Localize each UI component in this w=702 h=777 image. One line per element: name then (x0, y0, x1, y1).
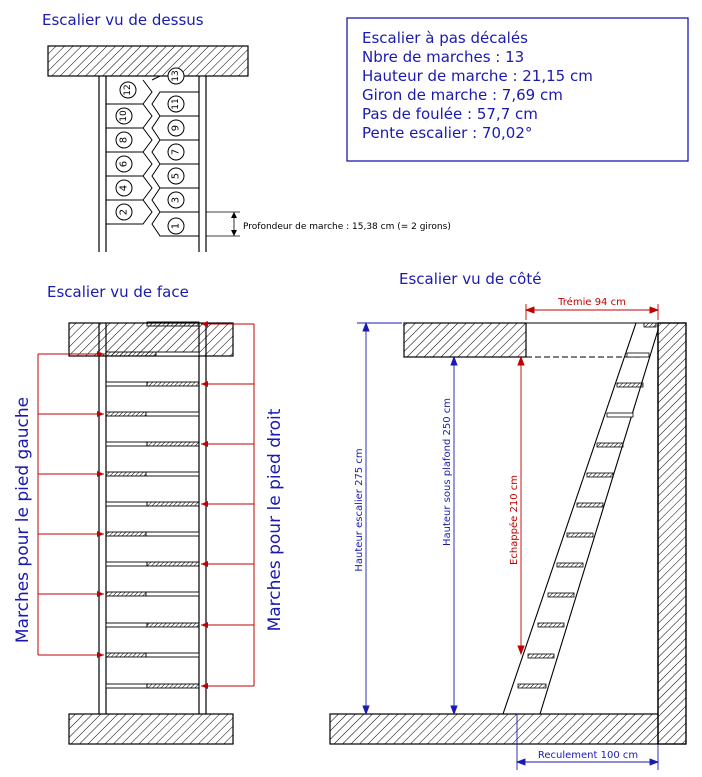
step-number-1: 1 (171, 223, 182, 229)
info-line-4: Giron de marche : 7,69 cm (362, 86, 563, 104)
stair-height-dimension (357, 321, 402, 716)
top-view: 1 2 3 4 5 6 7 8 9 10 11 12 13 (47, 45, 451, 252)
step-number-11: 11 (171, 98, 181, 109)
tremie-dimension (524, 304, 660, 320)
headroom-dimension (517, 355, 525, 656)
setback-label: Reculement 100 cm (538, 750, 638, 761)
front-view-ceiling-slab (68, 322, 234, 357)
headroom-label: Echappée 210 cm (508, 475, 520, 565)
front-view-title: Escalier vu de face (47, 283, 189, 301)
info-line-3: Hauteur de marche : 21,15 cm (362, 67, 593, 85)
info-line-5: Pas de foulée : 57,7 cm (362, 105, 538, 123)
step-number-12: 12 (123, 84, 133, 95)
info-box: Escalier à pas décalés Nbre de marches :… (346, 17, 689, 162)
depth-label: Profondeur de marche : 15,38 cm (= 2 gir… (243, 222, 451, 232)
setback-dimension (515, 714, 660, 770)
front-view: Marches pour le pied gauche Marches pour… (13, 321, 285, 745)
step-number-8: 8 (119, 137, 130, 143)
step-number-10: 10 (119, 110, 129, 122)
ceiling-height-label: Hauteur sous plafond 250 cm (442, 398, 453, 546)
step-number-6: 6 (119, 161, 130, 167)
step-number-5: 5 (171, 173, 182, 179)
step-number-7: 7 (171, 149, 182, 155)
info-line-2: Nbre de marches : 13 (362, 48, 524, 66)
info-line-1: Escalier à pas décalés (362, 29, 528, 47)
top-view-ceiling-slab (47, 45, 249, 77)
step-number-markers: 1 2 3 4 5 6 7 8 9 10 11 12 13 (115, 67, 185, 235)
side-view-title: Escalier vu de côté (399, 270, 541, 288)
step-number-2: 2 (119, 209, 130, 215)
side-view: Trémie 94 cm Hauteur escalier 275 cm Hau… (329, 296, 687, 770)
step-number-13: 13 (171, 70, 181, 81)
side-view-floor-slab (329, 713, 659, 745)
step-number-4: 4 (119, 185, 130, 191)
right-foot-bracket (201, 321, 255, 689)
tremie-label: Trémie 94 cm (557, 296, 626, 308)
step-number-3: 3 (171, 197, 182, 203)
stair-height-label: Hauteur escalier 275 cm (354, 448, 365, 571)
side-view-wall (657, 322, 687, 745)
side-view-upper-slab (403, 322, 527, 358)
info-line-6: Pente escalier : 70,02° (362, 124, 532, 142)
front-view-floor-slab (68, 713, 234, 745)
step-number-9: 9 (171, 125, 182, 131)
left-foot-bracket (37, 351, 104, 658)
right-foot-label: Marches pour le pied droit (265, 408, 285, 631)
ceiling-height-dimension (450, 355, 458, 716)
left-foot-label: Marches pour le pied gauche (13, 397, 33, 643)
depth-dimension (206, 211, 240, 237)
top-view-title: Escalier vu de dessus (42, 11, 204, 29)
